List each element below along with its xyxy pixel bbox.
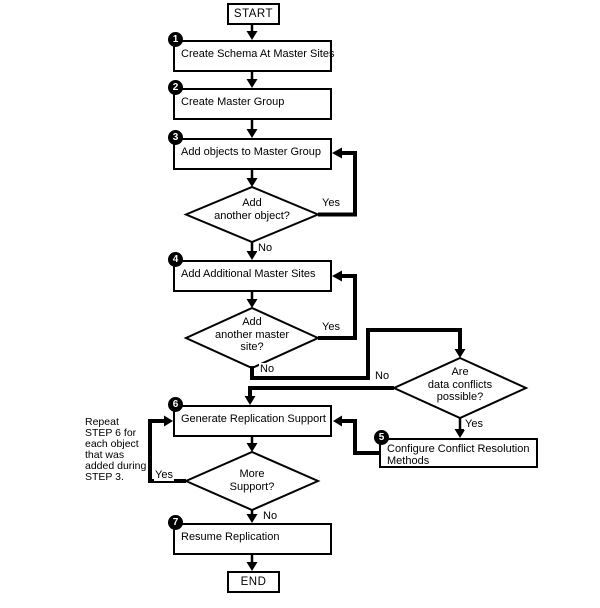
- step-5-badge: 5: [374, 430, 389, 445]
- label-yes-conflicts: Yes: [464, 418, 484, 430]
- label-yes-add-object: Yes: [321, 197, 341, 209]
- step-3-badge: 3: [168, 130, 183, 145]
- step-1-box: Create Schema At Master Sites: [173, 40, 335, 72]
- step-5-box: Configure Conflict Resolution Methods: [379, 438, 538, 468]
- arrowheads: [164, 31, 466, 571]
- label-yes-add-master: Yes: [321, 321, 341, 333]
- decision-more-support-text: More Support?: [229, 468, 275, 493]
- step-7-box: Resume Replication: [173, 523, 332, 555]
- loop-more-support-yes: [148, 419, 186, 483]
- arrowhead: [164, 415, 173, 427]
- label-no-add-object: No: [257, 242, 274, 254]
- step-2-box: Create Master Group: [173, 88, 332, 120]
- step-1-badge: 1: [168, 32, 183, 47]
- step-6-box: Generate Replication Support: [173, 405, 332, 437]
- arrowhead: [246, 251, 258, 260]
- arrowhead: [332, 270, 342, 282]
- arrowhead: [246, 299, 258, 308]
- start-node: START: [227, 3, 280, 25]
- step-7-badge: 7: [168, 515, 183, 530]
- step-4-badge: 4: [168, 252, 183, 267]
- arrowhead: [246, 79, 258, 88]
- loop-connectors: [148, 151, 462, 483]
- arrowhead: [333, 415, 342, 427]
- label-no-more-support: No: [262, 510, 279, 522]
- step-4-label: Add Additional Master Sites: [181, 268, 316, 280]
- loop-add-master-yes: [318, 274, 357, 340]
- label-no-conflicts: No: [374, 370, 391, 382]
- arrowhead: [454, 349, 466, 358]
- step-7-label: Resume Replication: [181, 531, 280, 543]
- label-yes-more-support: Yes: [154, 469, 174, 481]
- step-6-label: Generate Replication Support: [181, 413, 326, 425]
- arrowhead: [246, 31, 258, 40]
- arrowhead: [454, 429, 466, 438]
- path-master-no-to-conflicts: [250, 328, 462, 380]
- step-5-label-line2: Methods: [387, 455, 430, 467]
- step-3-box: Add objects to Master Group: [173, 138, 332, 170]
- arrowhead: [246, 129, 258, 138]
- arrowhead: [246, 562, 258, 571]
- arrowhead: [244, 396, 256, 405]
- arrowhead: [246, 178, 258, 187]
- step-4-box: Add Additional Master Sites: [173, 260, 332, 292]
- step-1-label: Create Schema At Master Sites: [181, 48, 335, 60]
- arrowhead: [246, 443, 258, 452]
- step-6-badge: 6: [168, 397, 183, 412]
- repeat-step-note: Repeat STEP 6 for each object that was a…: [85, 416, 147, 483]
- step-5-label-line1: Configure Conflict Resolution: [387, 443, 530, 455]
- step-2-badge: 2: [168, 80, 183, 95]
- arrowhead: [246, 514, 258, 523]
- straight-connectors: [250, 25, 462, 563]
- decision-add-another-master-site-text: Add another master site?: [215, 316, 289, 353]
- path-conflicts-no-to-step6: [248, 386, 394, 397]
- loop-add-object-yes: [318, 151, 357, 217]
- decision-add-another-object-text: Add another object?: [214, 197, 290, 222]
- step-2-label: Create Master Group: [181, 96, 285, 108]
- arrowhead: [332, 147, 342, 159]
- label-no-add-master: No: [259, 363, 276, 375]
- step-3-label: Add objects to Master Group: [181, 146, 322, 158]
- path-step5-to-step6: [341, 419, 379, 455]
- end-node: END: [227, 571, 280, 593]
- decision-data-conflicts-text: Are data conflicts possible?: [427, 366, 493, 403]
